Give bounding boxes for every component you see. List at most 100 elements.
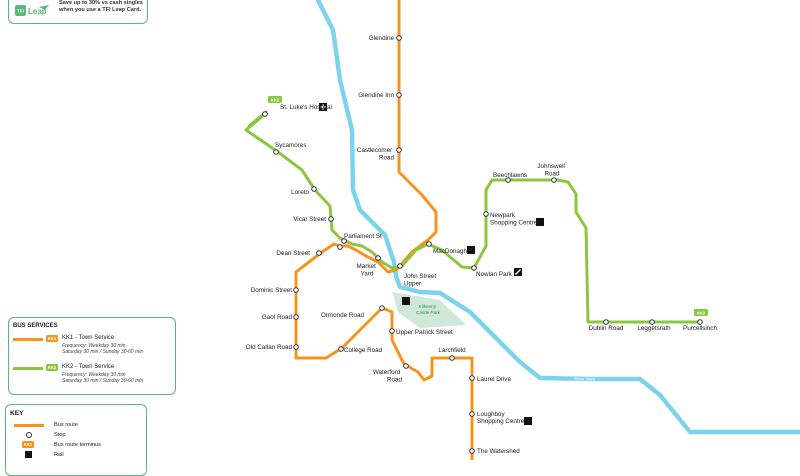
stop-gaol-road[interactable] <box>293 314 299 320</box>
castle-icon <box>402 297 410 305</box>
label-newpark: Newpark Shopping Centre <box>490 212 538 227</box>
rail-icon <box>14 451 44 459</box>
stop-upper-patrick-street[interactable] <box>389 328 395 334</box>
promo-text: Save up to 30% vs cash singles when you … <box>59 0 149 14</box>
kk1-frequency: Frequency: Weekday 30 min Saturday 30 mi… <box>62 343 143 356</box>
stop-sycamores[interactable] <box>273 149 279 155</box>
label-beechlawns: Beechlawns <box>493 172 527 179</box>
kk2-route <box>244 110 702 324</box>
key-title: KEY <box>10 410 24 417</box>
label-old-callan-road: Old Callan Road <box>246 344 293 351</box>
hospital-cross <box>320 104 326 110</box>
kk2-name: KK2 - Town Service <box>62 364 115 370</box>
stop-waterford-road[interactable] <box>403 363 409 369</box>
stadium-icon-mark <box>515 269 521 275</box>
kk2-terminus-badge-east-text: KK2 <box>697 311 706 316</box>
label-st-lukes: St. Luke's Hospital <box>280 104 332 111</box>
label-upper-patrick-street: Upper Patrick Street <box>396 329 453 336</box>
stop-ormonde-road[interactable] <box>379 305 385 311</box>
stop-macdonagh[interactable] <box>426 241 432 247</box>
label-dean-street: Dean Street <box>276 250 310 257</box>
kk2-terminus-badge-text: KK2 <box>271 98 280 103</box>
stop-dublin-road[interactable] <box>603 319 609 325</box>
shop-icon-loughboy <box>524 417 532 425</box>
stop-parliament-st-2[interactable] <box>337 244 343 250</box>
stop-icon <box>14 431 44 439</box>
label-glendine-inn: Glendine Inn <box>358 92 394 99</box>
stop-st-lukes[interactable] <box>262 111 268 117</box>
stops <box>262 35 703 454</box>
key-stop-label: Stop <box>54 432 66 438</box>
terminus-badge-icon: KK1 <box>22 441 34 448</box>
key-stop: Stop <box>14 431 144 439</box>
stop-parliament-st[interactable] <box>341 238 347 244</box>
bus-route-swatch <box>14 421 44 429</box>
label-vicar-street: Vicar Street <box>293 216 326 223</box>
stop-vicar-street[interactable] <box>328 216 334 222</box>
river <box>315 0 800 435</box>
label-castlecomer-road: Castlecomer Road <box>357 147 395 162</box>
promo-line-2: when you use a TFI Leap Card. <box>59 7 142 13</box>
label-larchfield: Larchfield <box>438 347 466 354</box>
label-johnswell-road: Johnswell Road <box>537 163 566 178</box>
service-kk2[interactable]: KK2 KK2 - Town Service Frequency: Weekda… <box>13 364 173 390</box>
stop-dean-street[interactable] <box>316 250 322 256</box>
kk2-freq-weekend: Saturday 30 min / Sunday 30-60 min <box>62 378 144 385</box>
stop-loughboy[interactable] <box>469 411 475 417</box>
label-college-road: College Road <box>344 347 383 354</box>
kk2-badge: KK2 <box>46 364 58 371</box>
key-rail-label: Rail <box>54 452 64 458</box>
kk2-line-swatch <box>13 367 43 370</box>
service-kk1[interactable]: KK1 KK1 - Town Service Frequency: Weekda… <box>13 335 173 361</box>
kk2-terminus-badge <box>268 96 282 103</box>
stop-college-road[interactable] <box>338 346 344 352</box>
label-purcellsinch: Purcellsinch <box>683 325 717 332</box>
kk1-route-main <box>294 242 474 460</box>
leap-logo-icon: TFI Leap <box>15 5 49 16</box>
label-the-watershed: The Watershed <box>477 448 520 455</box>
shop-icon-newpark <box>536 218 544 226</box>
label-market-yard: Market Yard <box>357 263 378 278</box>
stop-glendine[interactable] <box>396 35 402 41</box>
stop-glendine-inn[interactable] <box>396 92 402 98</box>
key-terminus-label: Bus route terminus <box>54 442 101 448</box>
stop-leggetsrath[interactable] <box>649 319 655 325</box>
label-gaol-road: Gaol Road <box>262 314 293 321</box>
stop-dominic-street[interactable] <box>293 287 299 293</box>
key-rail: Rail <box>14 451 144 459</box>
stop-larchfield[interactable] <box>449 355 455 361</box>
label-nowlan-park: Nowlan Park <box>476 271 513 278</box>
leap-card-promo: TFI Leap Save up to 30% vs cash singles … <box>8 0 148 24</box>
stop-purcellsinch[interactable] <box>697 319 703 325</box>
label-waterford-road: Waterford Road <box>373 369 403 384</box>
bus-services-panel: BUS SERVICES KK1 KK1 - Town Service Freq… <box>8 317 176 395</box>
stop-john-street-upper[interactable] <box>397 263 403 269</box>
stop-loreto[interactable] <box>311 186 317 192</box>
stop-nowlan-park[interactable] <box>471 265 477 271</box>
label-macdonagh: MacDonagh <box>433 248 467 255</box>
label-ormonde-road: Ormonde Road <box>321 312 365 319</box>
bus-services-title: BUS SERVICES <box>13 323 58 329</box>
label-dominic-street: Dominic Street <box>251 287 293 294</box>
stop-beechlawns[interactable] <box>505 177 511 183</box>
label-parliament-st: Parliament St <box>344 233 382 240</box>
route-map: Kilkenny Castle Park River Nore River No… <box>244 0 800 460</box>
park-label: Kilkenny Castle Park <box>416 304 440 315</box>
kk1-freq-weekend: Saturday 30 min / Sunday 30-60 min <box>62 349 144 356</box>
stop-labels: Glendine Glendine Inn Castlecomer Road S… <box>246 35 718 455</box>
label-sycamores: Sycamores <box>275 142 307 149</box>
stop-laurel-drive[interactable] <box>469 375 475 381</box>
svg-text:Leap: Leap <box>28 7 47 16</box>
kk1-freq-weekday: Frequency: Weekday 30 min <box>62 343 126 349</box>
shop-icon-macdonagh <box>467 246 475 254</box>
stop-newpark[interactable] <box>483 211 489 217</box>
stop-castlecomer-road[interactable] <box>396 147 402 153</box>
stop-the-watershed[interactable] <box>469 448 475 454</box>
stop-old-callan-road[interactable] <box>293 344 299 350</box>
promo-line-1: Save up to 30% vs cash singles <box>59 0 143 6</box>
label-loughboy: Loughboy Shopping Centre <box>477 411 525 425</box>
key-bus-route: Bus route <box>14 421 144 429</box>
stop-johnswell-road[interactable] <box>551 177 557 183</box>
kk2-frequency: Frequency: Weekday 30 min Saturday 30 mi… <box>62 372 143 385</box>
stop-market-yard[interactable] <box>375 255 381 261</box>
